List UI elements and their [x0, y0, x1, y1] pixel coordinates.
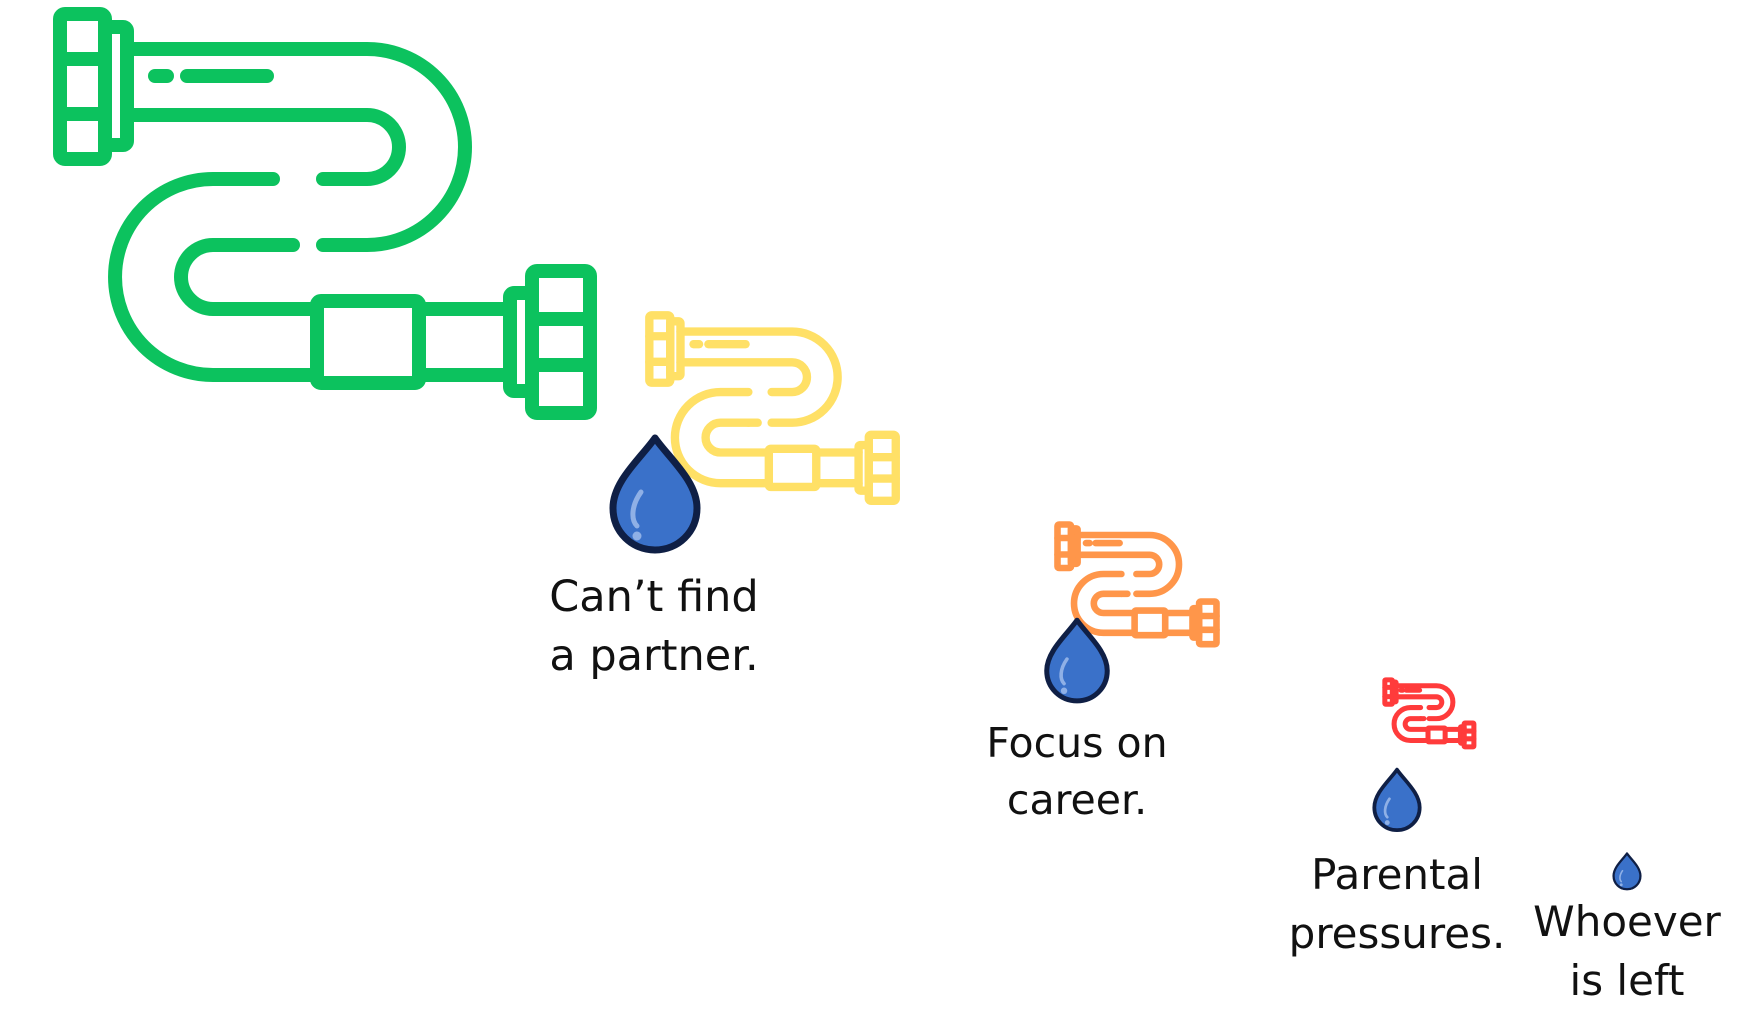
- stage-label-2: Focus on career.: [986, 715, 1167, 828]
- water-drop-icon-1: [609, 434, 701, 554]
- stage-label-4-line-2: is left: [1569, 955, 1685, 1005]
- stage-label-4-line-1: Whoever: [1533, 897, 1721, 946]
- water-drop-icon-3: [1372, 767, 1422, 833]
- stage-label-1-line-2: a partner.: [549, 631, 759, 682]
- stage-label-1: Can’t find a partner.: [549, 568, 758, 687]
- water-drop-icon-2: [1044, 617, 1110, 704]
- stage-label-1-line-1: Can’t find: [549, 572, 759, 622]
- pipe-icon-1: [60, 14, 590, 413]
- stage-label-2-line-1: Focus on: [986, 719, 1168, 767]
- stage-label-3-line-1: Parental: [1311, 850, 1483, 899]
- water-drop-icon-4: [1612, 852, 1642, 891]
- stage-label-3-line-2: pressures.: [1288, 908, 1506, 958]
- stage-label-2-line-2: career.: [1006, 775, 1148, 824]
- stage-label-3: Parental pressures.: [1289, 846, 1506, 964]
- pipe-icon-4: [1385, 680, 1474, 747]
- stage-label-4: Whoever is left: [1533, 893, 1721, 1011]
